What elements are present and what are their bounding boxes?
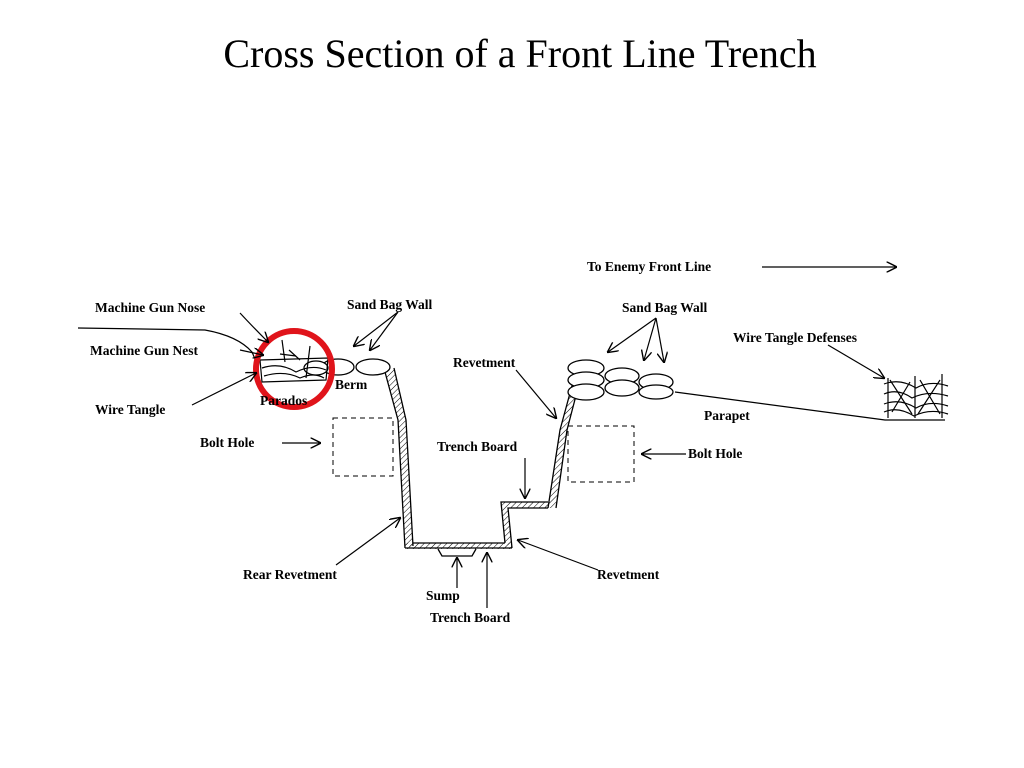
right-ground-line: [674, 391, 945, 421]
label-sump: Sump: [426, 588, 460, 603]
sump-shape: [437, 548, 477, 557]
label-berm: Berm: [335, 377, 368, 392]
label-mg-nose: Machine Gun Nose: [95, 300, 205, 315]
bolt-hole-right-box: [567, 425, 635, 483]
label-revetment-bottom: Revetment: [597, 567, 660, 582]
left-ground-line: [77, 327, 259, 367]
label-sandbag-right: Sand Bag Wall: [622, 300, 708, 315]
bolt-hole-left-box: [332, 417, 394, 477]
label-to-enemy: To Enemy Front Line: [587, 259, 711, 274]
wire-tangle-defenses: [883, 374, 949, 418]
label-rear-revetment: Rear Revetment: [243, 567, 337, 582]
label-trench-board-upper: Trench Board: [437, 439, 518, 454]
label-revetment-top: Revetment: [453, 355, 516, 370]
machine-gun-nest: [259, 339, 329, 383]
right-sandbag-wall: [567, 359, 674, 401]
label-parapet: Parapet: [704, 408, 750, 423]
label-parados: Parados: [260, 393, 307, 408]
label-wire-tangle: Wire Tangle: [95, 402, 165, 417]
highlight-circle: [253, 328, 335, 410]
label-sandbag-left: Sand Bag Wall: [347, 297, 433, 312]
label-bolt-hole-right: Bolt Hole: [688, 446, 742, 461]
trench-walls: [384, 367, 580, 549]
arrows: [191, 267, 896, 608]
label-mg-nest: Machine Gun Nest: [90, 343, 199, 358]
label-bolt-hole-left: Bolt Hole: [200, 435, 254, 450]
label-wire-defenses: Wire Tangle Defenses: [733, 330, 857, 345]
label-trench-board-lower: Trench Board: [430, 610, 511, 625]
slide-title: Cross Section of a Front Line Trench: [223, 31, 817, 76]
